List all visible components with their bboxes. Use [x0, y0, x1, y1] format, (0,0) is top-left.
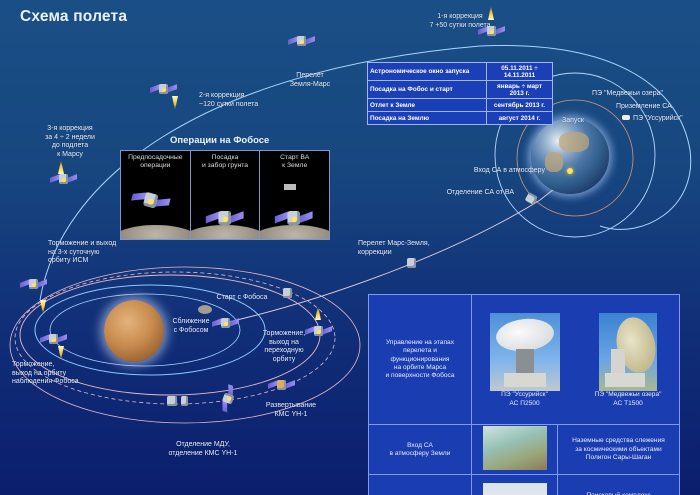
station-medvezhi: ПЭ "Медвежьи озера" АС Т1500: [594, 305, 662, 416]
schedule-date: август 2014 г.: [486, 111, 553, 125]
label-pe-ussuriysk: ПЭ "Уссурийск": [633, 115, 683, 122]
phobos-moon: [198, 305, 212, 314]
ops-panel-pre-landing: Предпосадочные операции: [121, 151, 191, 239]
schedule-event: Отлет к Земле: [367, 98, 487, 112]
ground-row-label: Приземление СА: [368, 474, 472, 495]
label-correction-1: 1-я коррекция 7 +50 сутки полета: [429, 13, 491, 29]
mars-planet: [104, 300, 164, 362]
label-sa-separation: Отделение СА от ВА: [446, 189, 514, 196]
spacecraft-icon: [212, 314, 239, 332]
helicopter-photo: [482, 483, 547, 495]
antenna-icon: [622, 115, 630, 120]
schedule-date: январь ÷ март 2013 г.: [486, 80, 553, 99]
return-vehicle-icon: [280, 284, 296, 302]
label-atmosphere-entry: Вход СА в атмосферу: [473, 167, 545, 174]
schedule-event: Посадка на Землю: [367, 111, 487, 125]
schedule-date: сентябрь 2013 г.: [486, 98, 553, 112]
label-deploy-kms: Развертывание КМС YH-1: [265, 402, 317, 418]
thruster-flame-icon: [172, 96, 178, 110]
phobos-surface: [260, 225, 330, 239]
photo-cell: [471, 474, 558, 495]
label-correction-3: 3-я коррекция за 4 ÷ 2 недели до подлета…: [45, 125, 95, 158]
phobos-ops-panels: Предпосадочные операции Посадка и забор …: [120, 150, 330, 240]
spacecraft-icon: [305, 322, 332, 340]
label-braking-transfer-orbit: Торможение, выход на переходную орбиту: [262, 330, 306, 363]
stations-cell: ПЭ "Уссурийск" АС П2500 ПЭ "Медвежьи озе…: [471, 293, 680, 426]
phobos-surface: [190, 225, 260, 239]
spacecraft-icon: [150, 80, 177, 98]
photo-cell: [471, 424, 558, 476]
radio-telescope-photo: [599, 313, 661, 392]
ops-panel-caption: Посадка и забор грунта: [201, 154, 249, 169]
ground-row-description: Поисковый комплекс Полигон Сары-Шаган: [557, 474, 680, 495]
schedule-event: Посадка на Фобос и старт: [367, 80, 487, 99]
phobos-ops-title: Операции на Фобосе: [170, 135, 270, 146]
ground-row-control: Управление на этапах перелета и функцион…: [368, 293, 680, 426]
ground-segment-table: Управление на этапах перелета и функцион…: [368, 293, 680, 495]
thruster-flame-icon: [58, 346, 64, 360]
spacecraft-icon: [288, 32, 315, 50]
earth-planet: [531, 118, 609, 194]
ground-row-label: Управление на этапах перелета и функцион…: [368, 293, 472, 426]
label-sa-landing: Приземление СА: [616, 103, 672, 110]
schedule-event: Астрономическое окно запуска: [367, 62, 487, 81]
tracking-facility-photo: [482, 426, 547, 471]
page-title: Схема полета: [20, 8, 128, 25]
phobos-surface: [121, 225, 190, 239]
label-launch: Запуск: [562, 117, 584, 124]
mdu-separation-icon: [165, 392, 199, 410]
return-vehicle-icon: [284, 184, 297, 190]
label-braking-ism: Торможение и выход на 3-х суточную орбит…: [48, 240, 117, 264]
ground-row-description: Наземные средства слежения за космически…: [557, 424, 680, 476]
ops-panel-landing-sampling: Посадка и забор грунта: [190, 151, 261, 239]
spacecraft-icon: [129, 183, 171, 217]
label-braking-phobos-observation: Торможение, выход на орбиту наблюдения Ф…: [12, 361, 79, 385]
spacecraft-icon: [478, 22, 505, 40]
station-ussuriysk: ПЭ "Уссурийск" АС П2500: [489, 305, 560, 416]
label-correction-2: 2-я коррекция ~120 сутки полета: [199, 92, 259, 108]
ops-panel-caption: Предпосадочные операции: [128, 154, 183, 169]
ground-row-label: Вход СА в атмосферу Земли: [368, 424, 472, 476]
label-start-from-phobos: Старт с Фобоса: [216, 294, 268, 301]
ground-row-landing: Приземление СА Поисковый комплекс Полиго…: [368, 474, 680, 495]
radio-telescope-photo: [489, 313, 560, 392]
station-caption: ПЭ "Уссурийск" АС П2500: [501, 391, 548, 407]
thruster-flame-icon: [40, 300, 46, 314]
return-vehicle-icon: [398, 254, 424, 272]
label-approach-phobos: Сближение с Фобосом: [172, 318, 210, 334]
schedule-date: 05.11.2011 ÷ 14.11.2011: [486, 62, 553, 81]
station-caption: ПЭ "Медвежьи озера" АС Т1500: [594, 391, 662, 407]
label-separation-mdu: Отделение МДУ, отделение КМС YH-1: [168, 441, 238, 457]
ops-panel-caption: Старт ВА к Земле: [280, 154, 310, 169]
label-transfer-mars-earth: Перелет Марс-Земля, коррекции: [358, 240, 430, 256]
label-pe-medvezhi: ПЭ "Медвежьи озера": [592, 90, 663, 97]
capsule-entry-icon: [567, 168, 573, 174]
spacecraft-icon: [50, 170, 77, 188]
ground-row-entry: Вход СА в атмосферу Земли Наземные средс…: [368, 424, 680, 476]
label-transfer-earth-mars: Перелет Земля-Марс: [289, 72, 331, 88]
spacecraft-icon: [20, 275, 47, 293]
kms-yh1-satellite-icon: [268, 376, 295, 394]
spacecraft-icon: [275, 205, 313, 230]
spacecraft-icon: [205, 205, 244, 230]
ops-panel-return-launch: Старт ВА к Земле: [260, 151, 330, 239]
spacecraft-icon: [40, 330, 67, 348]
